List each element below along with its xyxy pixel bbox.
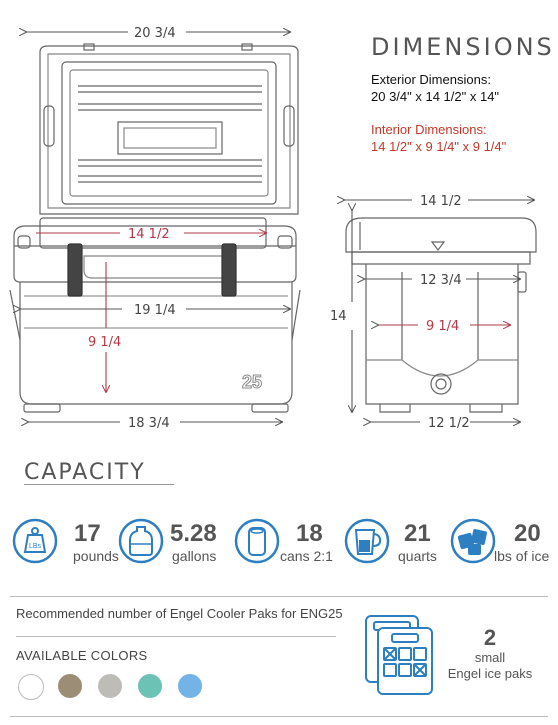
water-jug-icon: [118, 518, 164, 564]
side-height-label: 14: [330, 309, 347, 324]
color-swatch-seafoam[interactable]: [138, 674, 162, 698]
stat-ice: 20 lbs of ice: [450, 518, 554, 574]
exterior-dimensions-value: 20 3/4" x 14 1/2" x 14": [371, 89, 500, 104]
ice-pak-count: 2: [483, 625, 497, 650]
weight-icon: LBs: [12, 518, 58, 564]
interior-width-label: 14 1/2: [128, 227, 170, 242]
divider: [10, 596, 548, 597]
side-inner-top-label: 12 3/4: [420, 273, 462, 288]
stat-value: 18: [296, 520, 323, 547]
can-icon: [234, 518, 280, 564]
color-swatch-gray[interactable]: [98, 674, 122, 698]
color-swatch-tan[interactable]: [58, 674, 82, 698]
interior-dimensions-value: 14 1/2" x 9 1/4" x 9 1/4": [371, 139, 507, 154]
recommended-paks-text: Recommended number of Engel Cooler Paks …: [16, 606, 343, 621]
cooler-diagram: 25 20 3/4 14 1/2 19 1/4 9 1/4 18 3/4 14 …: [9, 26, 537, 431]
stat-unit: quarts: [398, 548, 437, 564]
stat-unit: gallons: [172, 548, 217, 564]
ice-pak-size: small: [474, 650, 506, 665]
measuring-cup-icon: [344, 518, 390, 564]
stat-value: 17: [74, 520, 101, 547]
stat-unit: pounds: [73, 548, 119, 564]
body-width-label: 19 1/4: [134, 303, 176, 318]
capacity-underline: [24, 484, 174, 485]
top-width-label: 20 3/4: [134, 26, 176, 41]
stat-value: 5.28: [170, 520, 217, 547]
ice-cubes-icon: [450, 518, 496, 564]
dimensions-title: DIMENSIONS: [371, 33, 555, 61]
stat-value: 21: [404, 520, 431, 547]
color-swatch-blue[interactable]: [178, 674, 202, 698]
stat-weight: LBs 17 pounds: [12, 518, 119, 574]
interior-dimensions-label: Interior Dimensions:: [371, 122, 487, 137]
stat-quarts: 21 quarts: [344, 518, 444, 574]
side-base-depth-label: 12 1/2: [428, 416, 470, 431]
stat-cans: 18 cans 2:1: [234, 518, 340, 574]
available-colors-label: AVAILABLE COLORS: [16, 648, 148, 663]
exterior-dimensions-label: Exterior Dimensions:: [371, 72, 491, 87]
side-top-depth-label: 14 1/2: [420, 194, 462, 209]
base-width-label: 18 3/4: [128, 416, 170, 431]
side-inner-depth-label: 9 1/4: [426, 319, 459, 334]
divider: [10, 716, 548, 717]
ice-pak-label: Engel ice paks: [447, 666, 533, 681]
color-swatch-white[interactable]: [18, 674, 44, 700]
capacity-title: CAPACITY: [24, 460, 146, 485]
model-badge: 25: [242, 372, 262, 392]
weight-badge: LBs: [29, 543, 42, 550]
stat-gallons: 5.28 gallons: [118, 518, 228, 574]
side-view: [345, 217, 537, 413]
stat-unit: lbs of ice: [494, 548, 550, 564]
interior-depth-label: 9 1/4: [88, 335, 121, 350]
stat-value: 20: [514, 520, 541, 547]
stat-unit: cans 2:1: [280, 548, 333, 564]
front-view: [9, 43, 301, 413]
divider: [16, 636, 336, 637]
ice-pak-icon: [365, 615, 433, 695]
